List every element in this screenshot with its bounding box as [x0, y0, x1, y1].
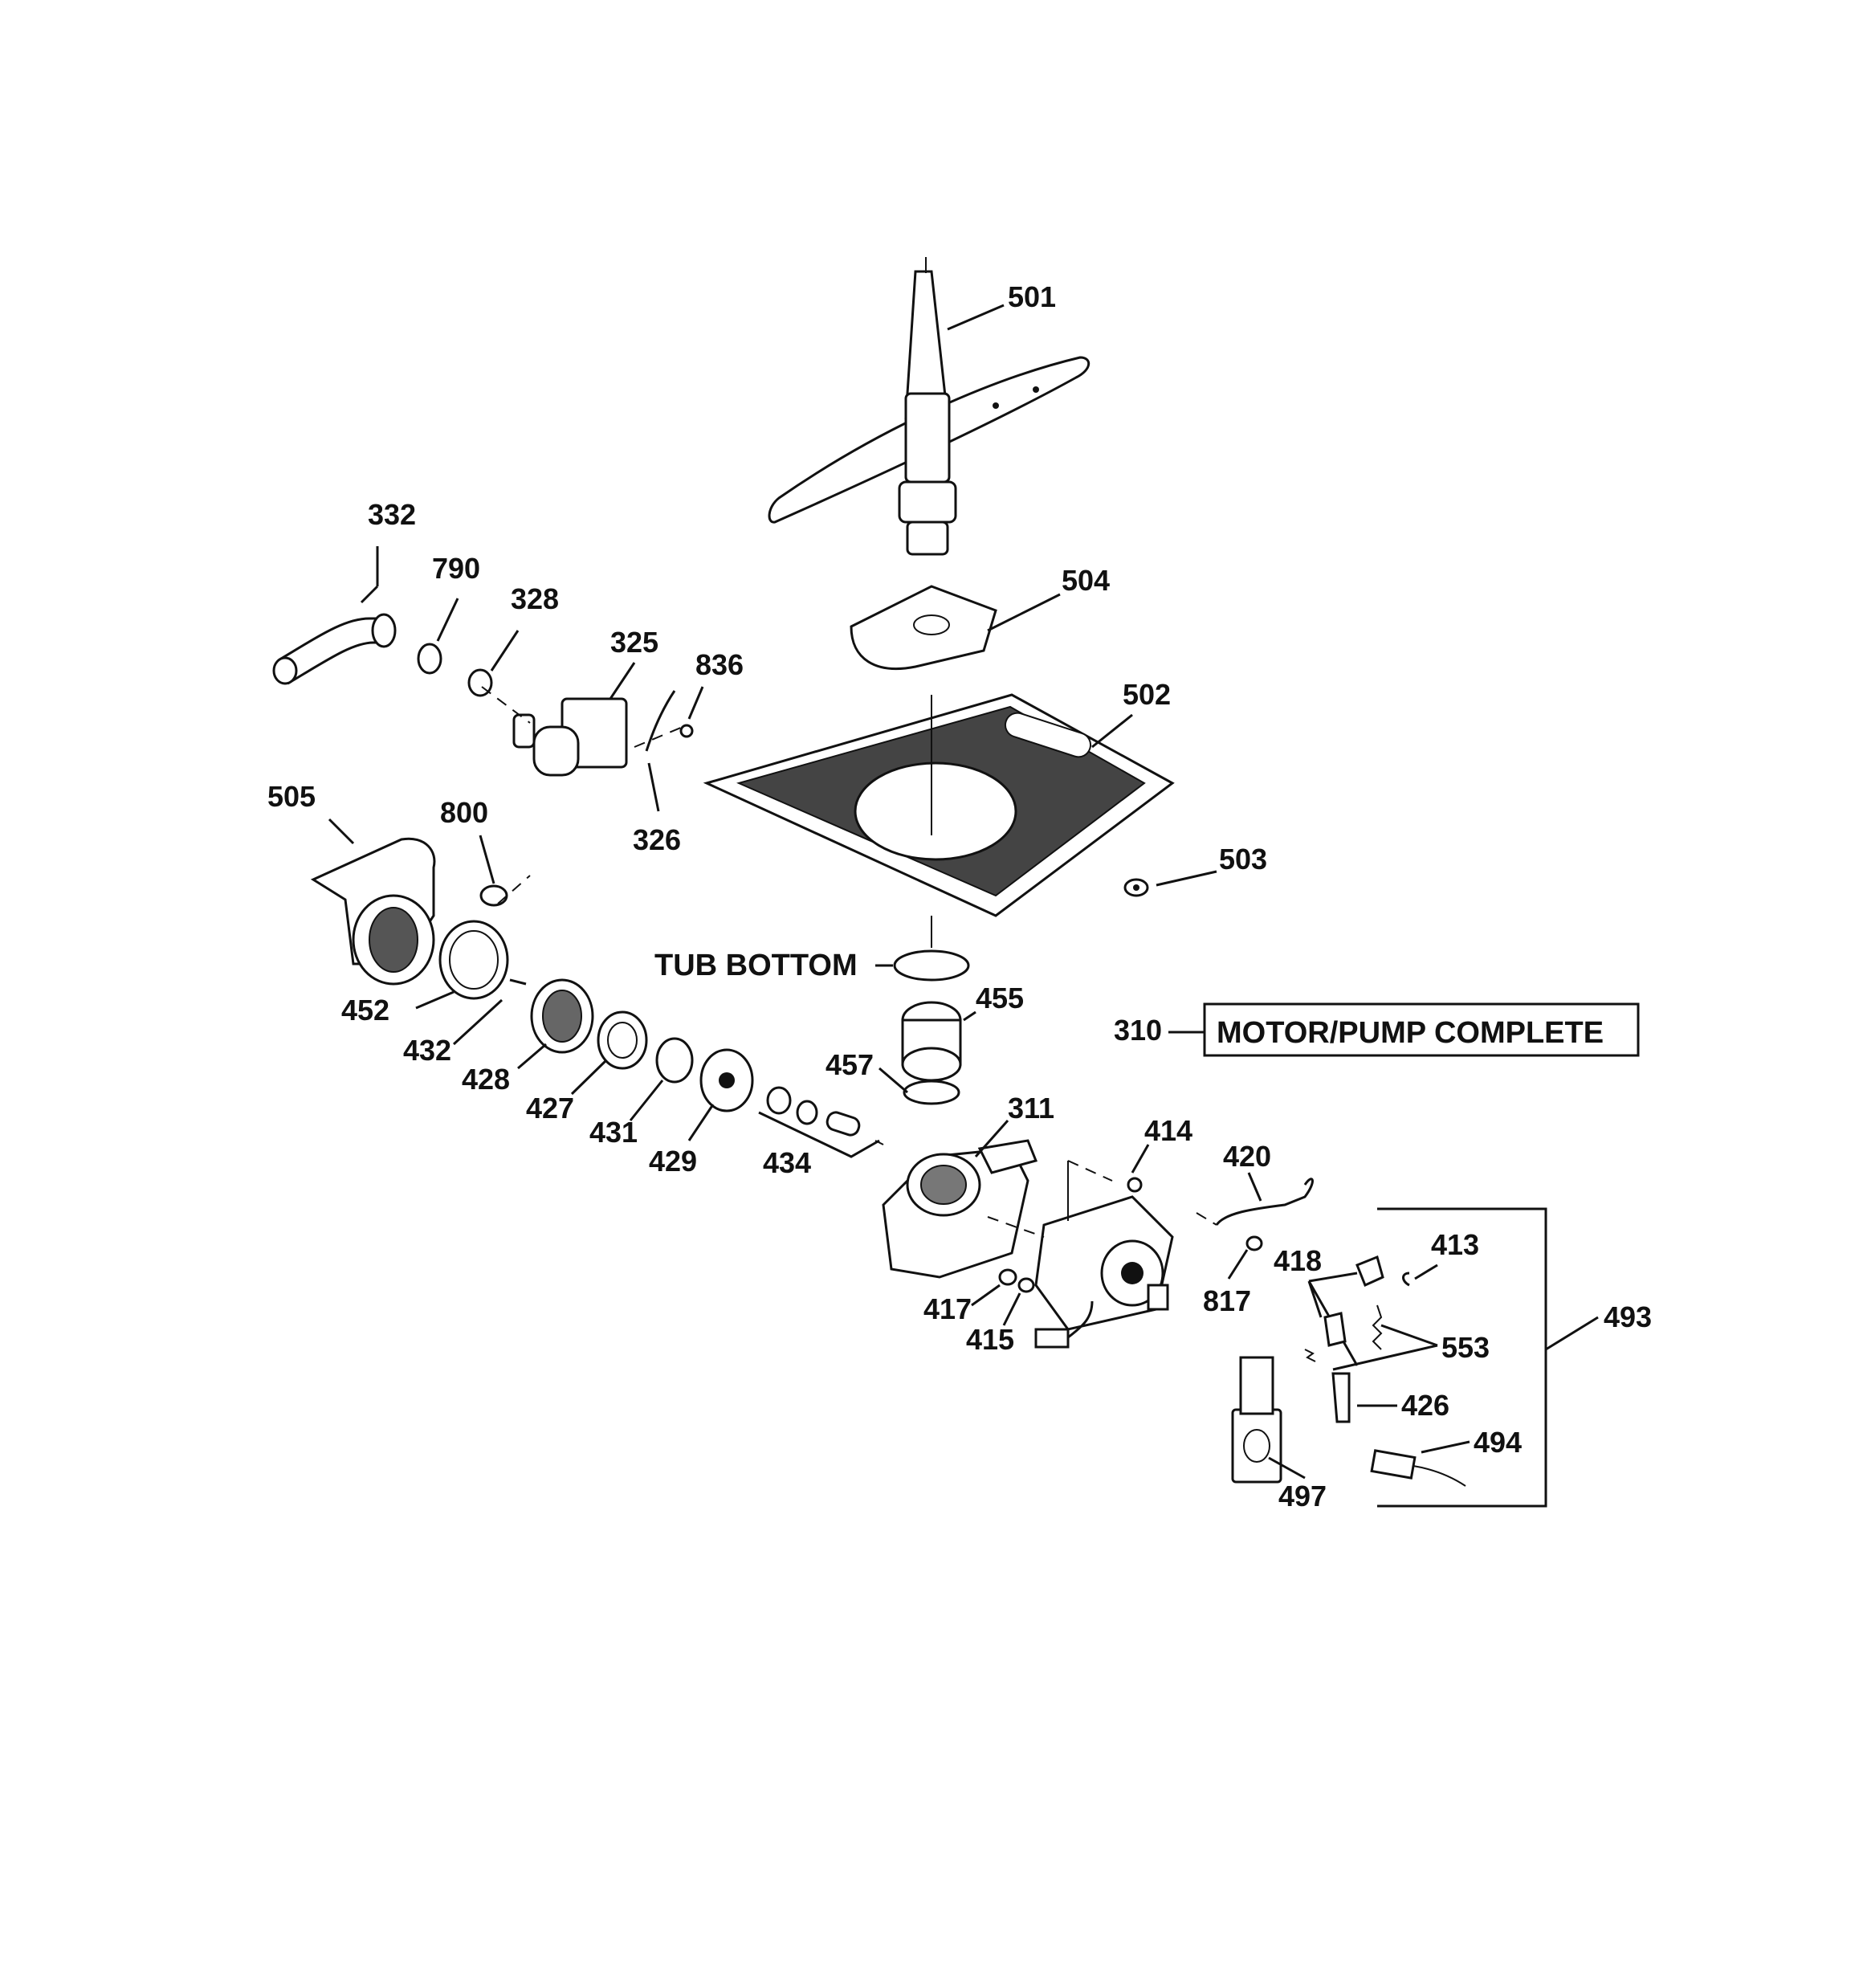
label-502: 502	[1123, 678, 1171, 711]
washer-415-part	[1017, 1277, 1035, 1293]
label-417: 417	[923, 1292, 972, 1325]
label-455: 455	[976, 982, 1024, 1014]
pump-311-part	[882, 1139, 1038, 1279]
ring-427-part	[597, 1010, 648, 1070]
clip-800-part	[479, 884, 508, 907]
hose-332-part	[272, 613, 397, 685]
label-418: 418	[1274, 1244, 1322, 1277]
solenoid-497-part	[1231, 1356, 1282, 1484]
label-326: 326	[633, 823, 681, 856]
lever-418-part	[1355, 1255, 1384, 1288]
label-428: 428	[462, 1063, 510, 1096]
spray-arm-part	[768, 257, 1090, 556]
nut-503-part	[1123, 878, 1149, 897]
label-431: 431	[589, 1116, 638, 1149]
label-836: 836	[695, 648, 744, 681]
label-427: 427	[526, 1092, 574, 1125]
gasket-tub-bottom-part	[893, 949, 970, 982]
label-494: 494	[1474, 1426, 1522, 1459]
bracket-326-part	[645, 690, 676, 752]
clamp-790-part	[417, 643, 442, 675]
label-310: 310	[1114, 1014, 1162, 1047]
connector-494-part	[1370, 1449, 1466, 1487]
label-434: 434	[763, 1146, 811, 1179]
screw-414-part	[1127, 1177, 1143, 1193]
label-452: 452	[341, 994, 389, 1027]
ring-431-part	[655, 1037, 694, 1084]
pin-426-part	[1331, 1372, 1351, 1423]
label-432: 432	[403, 1034, 451, 1067]
valve-325-part	[512, 697, 628, 777]
label-457: 457	[826, 1048, 874, 1081]
motor-pump-box	[1203, 1002, 1640, 1057]
label-325: 325	[610, 626, 658, 659]
impeller-428-part	[530, 978, 594, 1054]
clamp-452-part	[438, 920, 509, 1000]
label-426: 426	[1401, 1389, 1449, 1422]
label-800: 800	[440, 796, 488, 829]
label-420: 420	[1223, 1140, 1271, 1173]
label-414: 414	[1144, 1114, 1192, 1147]
label-311: 311	[1008, 1092, 1054, 1125]
label-505: 505	[267, 780, 316, 813]
clip-413-part	[1402, 1272, 1410, 1287]
cover-504-part	[850, 585, 997, 671]
parts-434-group	[758, 1086, 880, 1158]
clip-432-part	[509, 978, 527, 986]
screw-836-part	[679, 724, 694, 738]
label-790: 790	[432, 552, 480, 585]
washer-417-part	[998, 1268, 1017, 1286]
label-504: 504	[1062, 564, 1110, 597]
housing-429-part	[699, 1048, 754, 1112]
bracket-418b-part	[1323, 1312, 1347, 1347]
spring-553-part	[1304, 1304, 1383, 1362]
clamp-457-part	[903, 1080, 960, 1105]
label-553: 553	[1441, 1331, 1490, 1364]
label-429: 429	[649, 1145, 697, 1178]
motor-pump-complete-label: MOTOR/PUMP COMPLETE	[1217, 1016, 1604, 1050]
seal-455-part	[901, 1001, 962, 1082]
label-817: 817	[1203, 1284, 1251, 1317]
rod-420-part	[1215, 1178, 1314, 1226]
label-415: 415	[966, 1323, 1014, 1356]
label-501: 501	[1008, 280, 1056, 313]
filter-502-part	[703, 693, 1175, 917]
label-503: 503	[1219, 843, 1267, 876]
motor-part	[1034, 1195, 1174, 1349]
label-493: 493	[1604, 1300, 1652, 1333]
screw-817-part	[1245, 1235, 1263, 1251]
tub-bottom-label: TUB BOTTOM	[654, 949, 858, 982]
label-413: 413	[1431, 1228, 1479, 1261]
sump-505-part	[310, 837, 436, 986]
label-332: 332	[368, 498, 416, 531]
label-328: 328	[511, 582, 559, 615]
label-497: 497	[1278, 1480, 1327, 1512]
